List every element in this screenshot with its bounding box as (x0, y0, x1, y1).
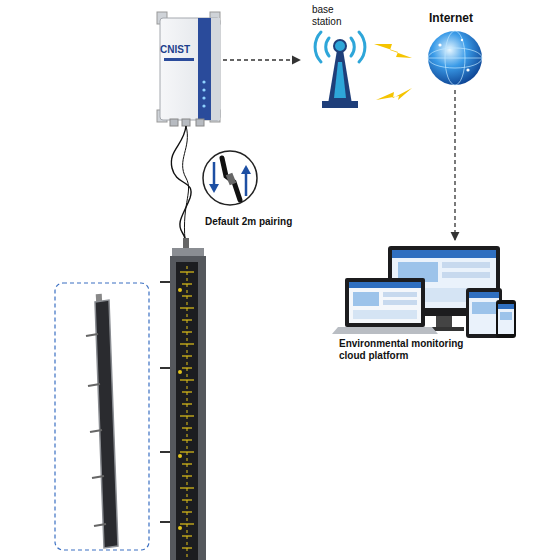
base-station-node: base station (300, 4, 370, 108)
logger-device (157, 12, 220, 126)
node-label: CNIST (160, 44, 200, 56)
dashed-arrow (223, 59, 300, 60)
cloud-platform-node: Environmental monitoring cloud platform (335, 240, 525, 365)
cable (183, 126, 189, 248)
node-label: Internet (429, 12, 493, 26)
probe-inset (55, 283, 149, 550)
pairing-icon (203, 151, 257, 205)
dashed-arrow (454, 90, 455, 240)
base-station-icon (315, 32, 365, 108)
wireless-bolt (374, 44, 412, 100)
node-label: Environmental monitoring cloud platform (339, 338, 489, 361)
internet-globe (428, 31, 482, 85)
internet-node: Internet (415, 8, 495, 90)
devices-illustration (332, 246, 516, 338)
annotation-label: Default 2m pairing (205, 216, 295, 228)
sensor-tube (160, 238, 206, 560)
node-label: base station (312, 4, 358, 27)
cable (171, 126, 191, 248)
logger-node: CNIST (155, 12, 223, 124)
